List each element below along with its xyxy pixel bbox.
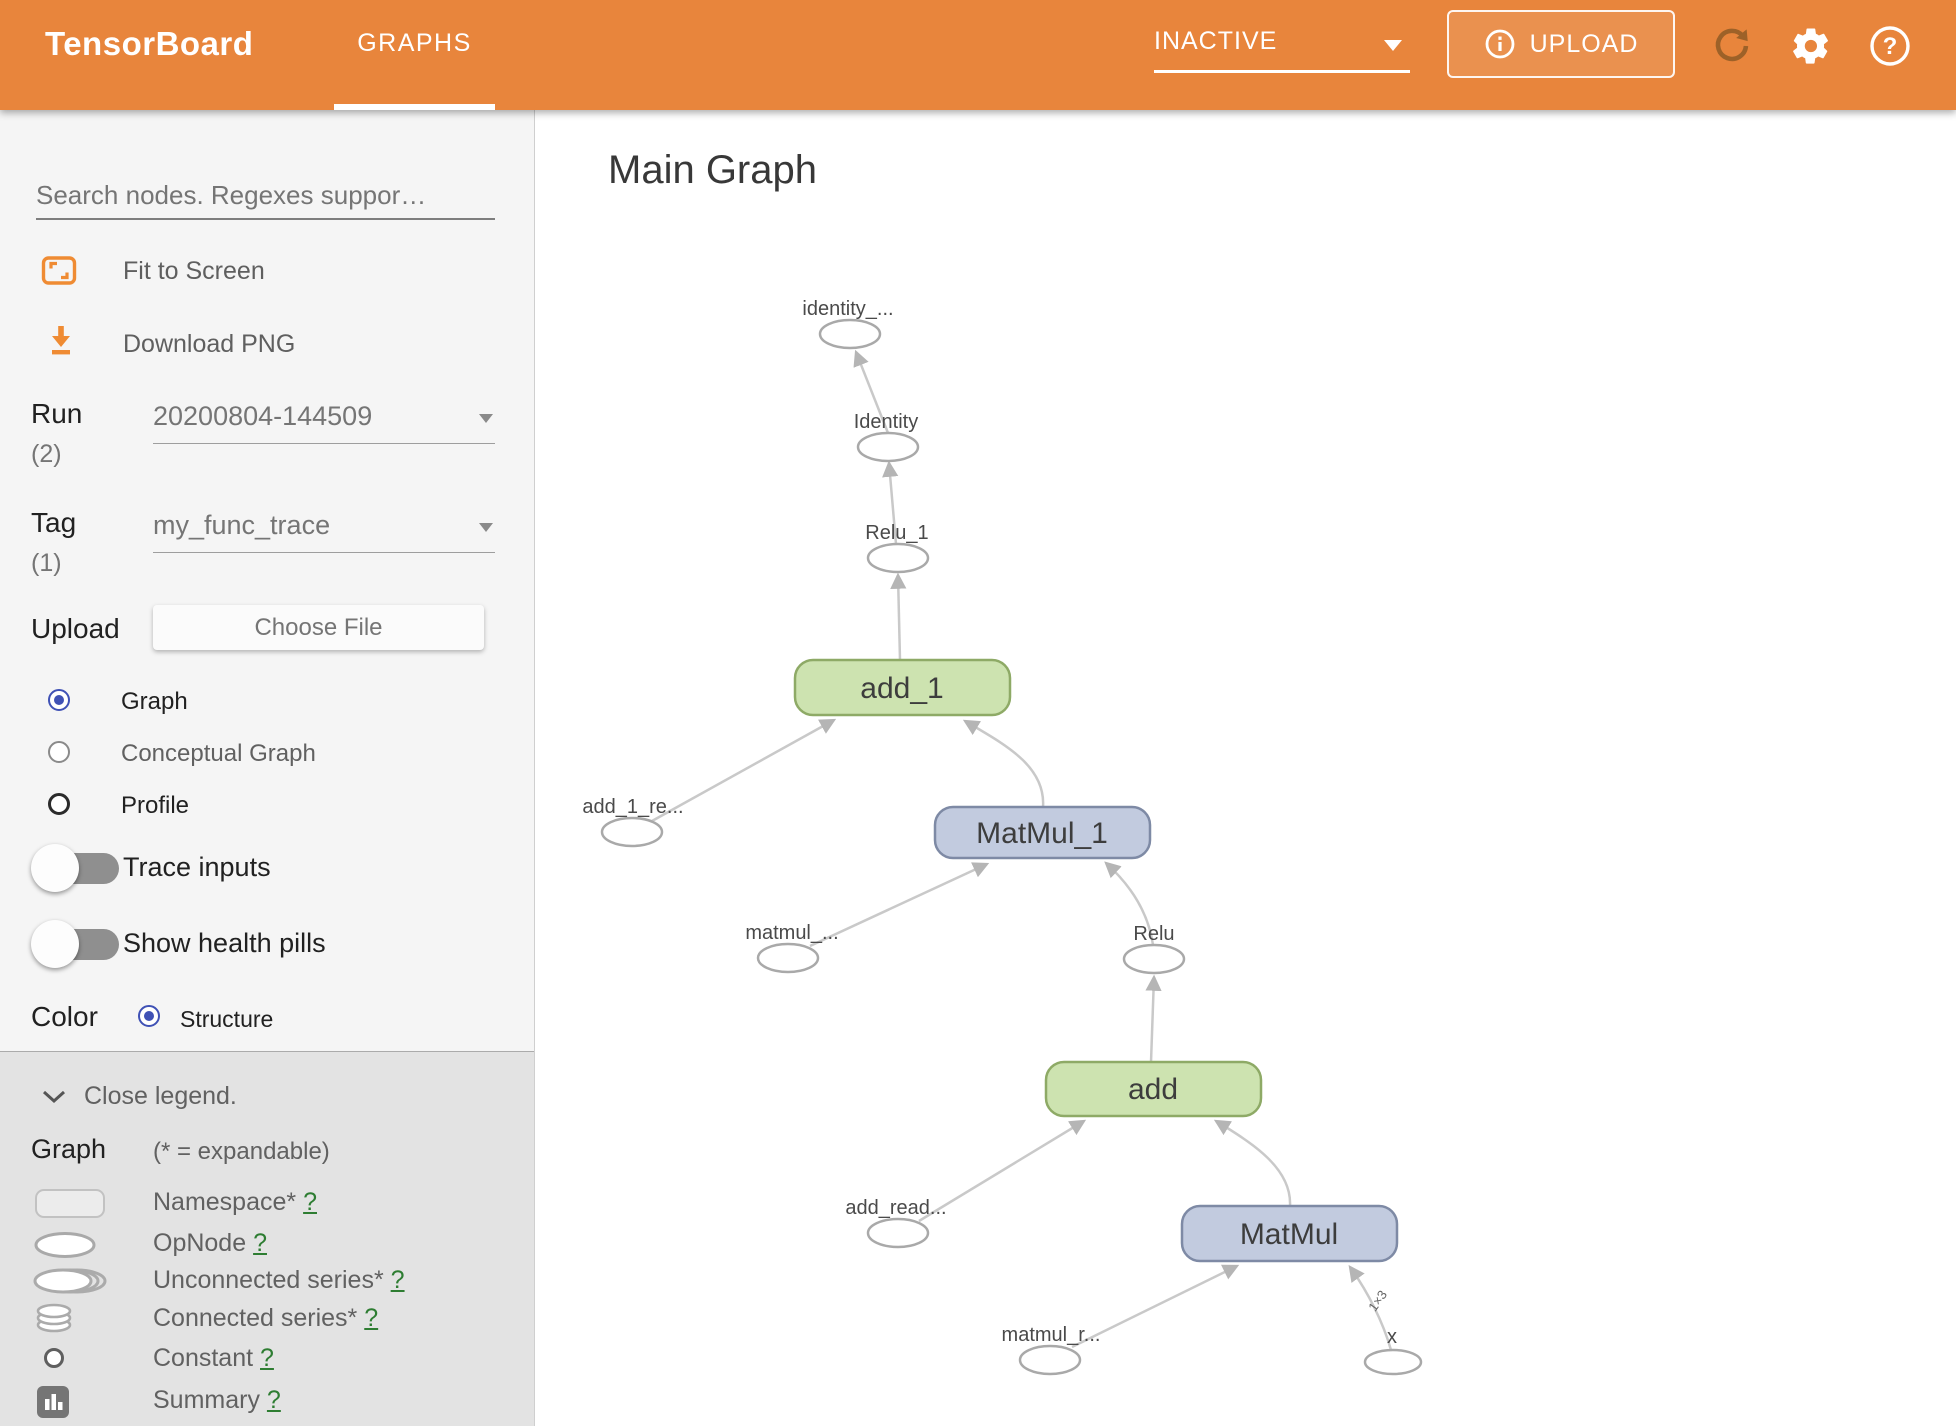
graph-node-relu-1[interactable]: Relu_1	[865, 522, 930, 574]
graph-node-identity-out[interactable]: identity_...	[802, 298, 894, 350]
svg-text:add_1_re...: add_1_re...	[582, 796, 683, 818]
help-link[interactable]: ?	[364, 1304, 379, 1332]
unconnected-series-icon	[33, 1268, 107, 1294]
radio-selected[interactable]	[48, 689, 70, 711]
help-link[interactable]: ?	[303, 1188, 317, 1216]
help-button[interactable]: ?	[1868, 24, 1912, 73]
svg-text:add_read...: add_read...	[845, 1197, 946, 1219]
trace-inputs-label: Trace inputs	[123, 852, 271, 882]
color-label: Color	[31, 1001, 98, 1032]
op-node-icon	[34, 1232, 96, 1258]
info-icon	[1485, 29, 1514, 59]
help-link[interactable]: ?	[390, 1266, 405, 1294]
graph-node-matmul-read[interactable]: matmul_...	[745, 922, 839, 974]
legend-heading: Graph	[31, 1134, 107, 1164]
radio-unselected[interactable]	[48, 793, 70, 815]
chevron-down-icon[interactable]	[42, 1090, 66, 1104]
tensorboard-logo: TensorBoard	[45, 25, 254, 62]
app-header: TensorBoard GRAPHS INACTIVE UPLOAD ?	[0, 0, 1956, 110]
svg-text:matmul_r...: matmul_r...	[1002, 1324, 1101, 1346]
graph-node-matmul-1[interactable]: MatMul_1	[933, 805, 1152, 860]
tag-select[interactable]: my_func_trace	[153, 507, 495, 553]
svg-text:add_1: add_1	[860, 672, 943, 705]
page-title: Main Graph	[608, 148, 817, 192]
color-structure-radio[interactable]	[138, 1005, 160, 1027]
refresh-icon	[1715, 28, 1749, 62]
legend-item-namespace: Namespace* ?	[153, 1188, 317, 1216]
graph-node-matmul[interactable]: MatMul	[1180, 1204, 1399, 1263]
legend-item-summary: Summary ?	[153, 1386, 281, 1414]
legend-heading-note: (* = expandable)	[153, 1138, 330, 1165]
connected-series-icon	[36, 1303, 72, 1333]
color-structure-label: Structure	[180, 1006, 274, 1032]
download-png-label[interactable]: Download PNG	[123, 330, 296, 358]
trace-inputs-toggle[interactable]	[31, 844, 121, 892]
legend-item-unconnected-series: Unconnected series* ?	[153, 1266, 405, 1294]
upload-label: Upload	[31, 613, 120, 644]
tab-graphs[interactable]: GRAPHS	[334, 0, 495, 110]
graph-node-add-1[interactable]: add_1	[793, 658, 1012, 717]
show-health-pills-label: Show health pills	[123, 928, 326, 958]
upload-button[interactable]: UPLOAD	[1447, 10, 1675, 78]
svg-text:x: x	[1387, 1326, 1397, 1348]
graph-node-identity[interactable]: Identity	[854, 411, 920, 463]
help-icon: ?	[1870, 26, 1910, 66]
constant-icon	[44, 1348, 64, 1368]
status-dropdown[interactable]: INACTIVE	[1154, 0, 1412, 110]
graph-node-add-read[interactable]: add_read...	[845, 1197, 947, 1249]
dropdown-arrow-icon	[1384, 40, 1402, 51]
tag-label: Tag	[31, 507, 77, 538]
help-link[interactable]: ?	[266, 1386, 281, 1414]
gear-icon	[1793, 28, 1828, 64]
svg-text:Relu_1: Relu_1	[865, 522, 928, 544]
run-select[interactable]: 20200804-144509	[153, 398, 495, 444]
run-label: Run	[31, 398, 83, 429]
fit-to-screen-icon	[41, 256, 77, 285]
graph-node-x[interactable]: x	[1363, 1326, 1423, 1376]
sidebar: Search nodes. Regexes suppor… Fit to Scr…	[0, 110, 535, 1426]
fit-to-screen-button[interactable]	[41, 252, 77, 288]
svg-text:?: ?	[1883, 33, 1898, 60]
svg-text:matmul_...: matmul_...	[745, 922, 838, 944]
help-link[interactable]: ?	[253, 1229, 267, 1257]
help-link[interactable]: ?	[260, 1344, 274, 1372]
settings-button[interactable]	[1790, 25, 1832, 72]
dropdown-arrow-icon	[479, 523, 493, 532]
run-count: (2)	[31, 440, 62, 468]
svg-text:MatMul: MatMul	[1240, 1218, 1338, 1251]
search-input[interactable]: Search nodes. Regexes suppor…	[36, 178, 495, 220]
download-png-button[interactable]	[45, 323, 77, 359]
legend-panel: Close legend. Graph (* = expandable) Nam…	[0, 1051, 534, 1426]
radio-unselected[interactable]	[48, 741, 70, 763]
download-icon	[52, 326, 70, 355]
svg-text:Identity: Identity	[854, 411, 918, 433]
svg-text:MatMul_1: MatMul_1	[976, 817, 1108, 850]
show-health-pills-toggle[interactable]	[31, 920, 121, 968]
legend-item-constant: Constant ?	[153, 1344, 274, 1372]
refresh-button[interactable]	[1712, 25, 1754, 72]
graph-node-add-1-read[interactable]: add_1_re...	[582, 796, 684, 848]
dropdown-arrow-icon	[479, 414, 493, 423]
svg-text:identity_...: identity_...	[802, 298, 893, 320]
summary-icon	[37, 1386, 69, 1418]
legend-item-opnode: OpNode ?	[153, 1229, 267, 1257]
graph-node-add[interactable]: add	[1044, 1060, 1263, 1118]
legend-item-connected-series: Connected series* ?	[153, 1304, 379, 1332]
active-tab-underline	[334, 104, 495, 110]
svg-text:Relu: Relu	[1133, 923, 1174, 945]
graph-node-matmul-r-read[interactable]: matmul_r...	[1002, 1324, 1101, 1376]
close-legend-button[interactable]: Close legend.	[84, 1082, 237, 1110]
tag-count: (1)	[31, 549, 62, 577]
svg-text:add: add	[1128, 1073, 1178, 1106]
graph-node-relu[interactable]: Relu	[1122, 923, 1186, 975]
namespace-icon	[35, 1189, 105, 1218]
fit-to-screen-label[interactable]: Fit to Screen	[123, 257, 265, 285]
choose-file-button[interactable]: Choose File	[153, 605, 484, 650]
